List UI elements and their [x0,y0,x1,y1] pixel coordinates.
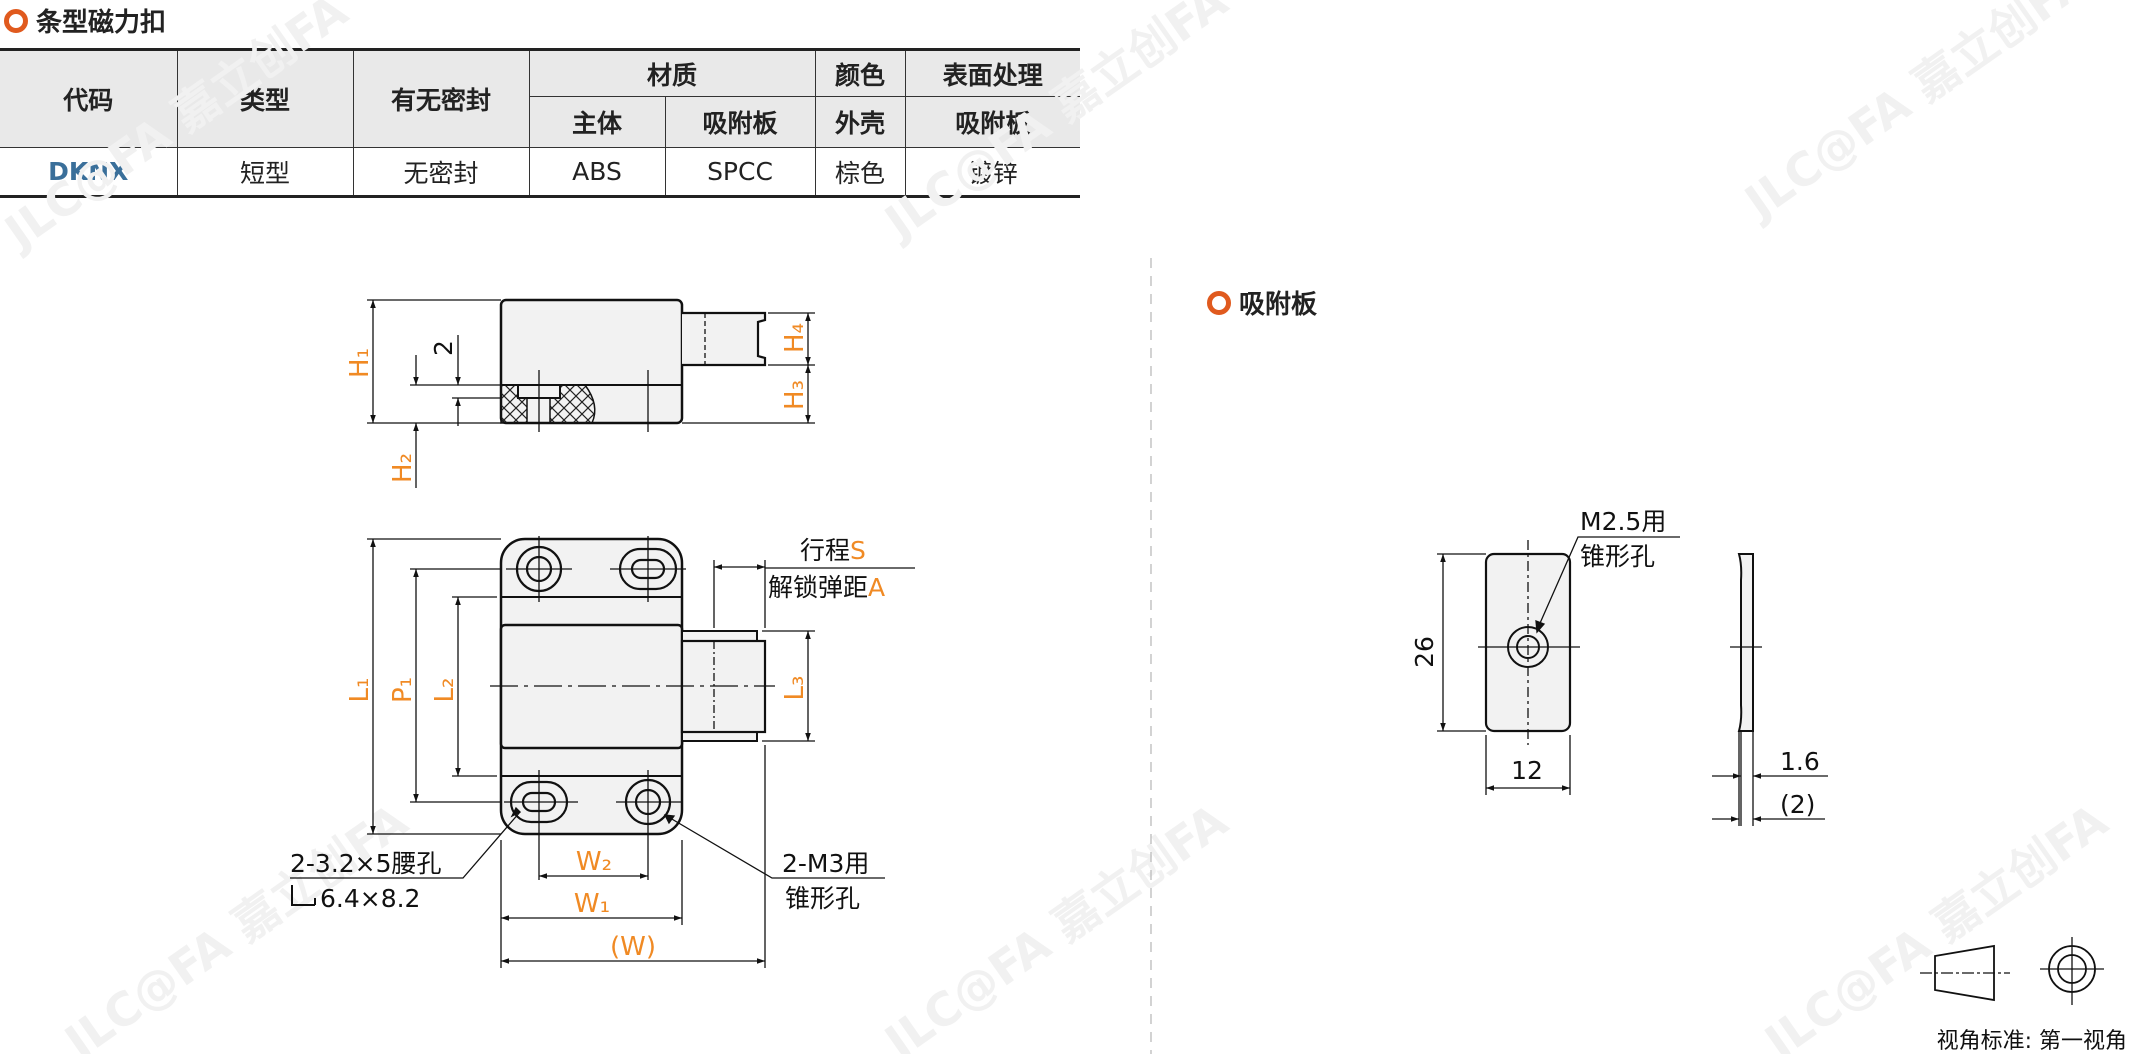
label-w2: W₂ [576,847,612,877]
label-2: 2 [429,340,458,356]
label-h3: H₃ [780,380,810,410]
svg-text:解锁弹距A: 解锁弹距A [768,573,885,602]
label-total-2: (2) [1780,790,1815,819]
label-stroke: 行程 [800,536,850,565]
spec-table: 代码 类型 有无密封 材质 颜色 表面处理 主体 吸附板 外壳 吸附板 DKNX… [0,48,1080,198]
label-12: 12 [1511,756,1543,785]
projection-label: 视角标准: 第一视角 [1937,1029,2127,1054]
label-h4: H₄ [780,323,810,353]
label-m25: M2.5用 [1580,507,1666,536]
header-code: 代码 [0,49,178,148]
cell-type: 短型 [176,147,354,197]
label-p1: P₁ [388,677,418,703]
subheader-surface-plate: 吸附板 [904,96,1080,148]
section-title-text: 条型磁力扣 [36,8,167,38]
plate-section-title-text: 吸附板 [1239,290,1318,320]
side-view [367,298,815,488]
label-w1: W₁ [574,889,610,919]
header-surface: 表面处理 [904,49,1080,97]
label-m3: 2-M3用 [782,849,869,878]
cell-color: 棕色 [814,147,906,197]
ring-icon [4,8,28,33]
section-title: 条型磁力扣 [4,2,166,39]
label-counterbore: 6.4×8.2 [320,884,420,913]
label-unlock: 解锁弹距 [768,573,868,602]
label-l3: L₃ [780,676,810,701]
svg-text:JLC@FA 嘉立创FA: JLC@FA 嘉立创FA [1733,0,2097,231]
cell-code: DKNX [0,147,178,197]
cell-body: ABS [528,147,666,197]
subheader-shell: 外壳 [814,96,906,148]
svg-text:JLC@FA 嘉立创FA: JLC@FA 嘉立创FA [1753,793,2117,1054]
label-1-6: 1.6 [1780,747,1820,776]
label-h1: H₁ [345,348,375,378]
header-seal: 有无密封 [352,49,530,148]
label-h2: H₂ [388,453,418,483]
plate-view [1437,536,1828,826]
table-row: DKNX 短型 无密封 ABS SPCC 棕色 镀锌 [0,147,1080,197]
svg-text:JLC@FA 嘉立创FA: JLC@FA 嘉立创FA [873,793,1237,1054]
label-w: (W) [610,932,656,962]
header-color: 颜色 [814,49,906,97]
label-l1: L₁ [345,678,375,703]
header-material: 材质 [528,49,816,97]
cell-plate: SPCC [664,147,816,197]
header-type: 类型 [176,49,354,148]
label-slot-hole: 2-3.2×5腰孔 [290,849,442,878]
label-plate-cone-hole: 锥形孔 [1580,542,1655,571]
first-angle-projection-icon [1920,937,2104,1005]
subheader-plate: 吸附板 [664,96,816,148]
label-unlock-a: A [868,573,885,602]
subheader-body: 主体 [529,96,666,148]
cell-seal: 无密封 [352,147,530,197]
label-cone-hole: 锥形孔 [785,884,860,913]
plate-section-title: 吸附板 [1207,284,1317,321]
svg-text:行程S: 行程S [800,536,866,565]
label-l2: L₂ [430,678,460,703]
label-26: 26 [1410,636,1439,668]
cell-surface: 镀锌 [904,147,1080,197]
label-stroke-s: S [850,536,866,565]
svg-text:JLC@FA 嘉立创FA: JLC@FA 嘉立创FA [53,793,417,1054]
front-view [290,536,915,968]
ring-icon [1207,290,1231,315]
